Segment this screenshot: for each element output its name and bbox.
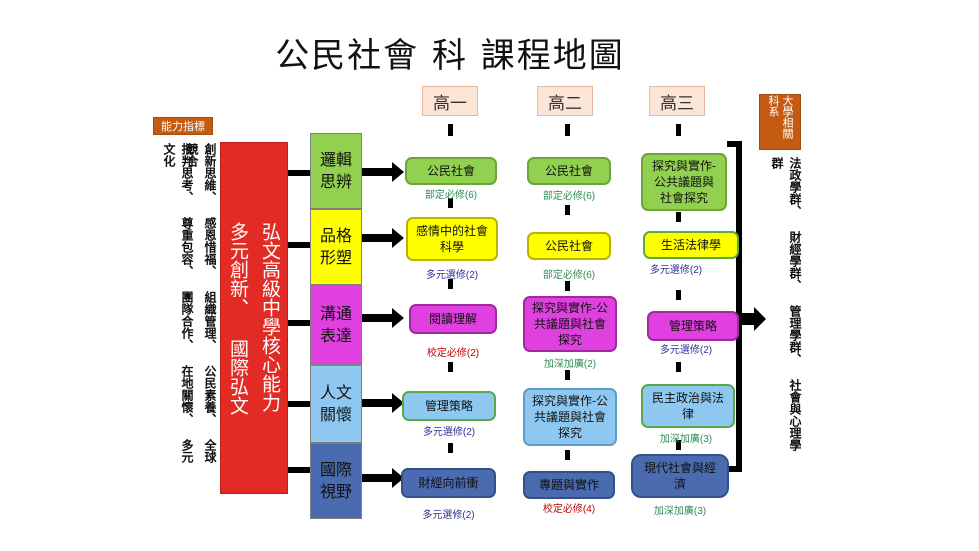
dimension-label: 溝通 (319, 304, 352, 323)
dash (676, 124, 681, 136)
dash (565, 450, 570, 460)
dash (448, 198, 453, 208)
dash (448, 443, 453, 453)
course-y1-finance: 財經向前衝 (401, 468, 496, 498)
dimension-character: 品格形塑 (310, 209, 362, 285)
course-note: 校定必修(4) (542, 504, 596, 515)
course-y1-reading: 閱讀理解 (409, 304, 497, 334)
dimension-humanities: 人文關懷 (310, 365, 362, 443)
dash (565, 124, 570, 136)
dash (676, 290, 681, 300)
course-note: 加深加廣(3) (653, 506, 707, 517)
course-y3-democracy-law: 民主政治與法律 (641, 384, 735, 428)
connector (288, 467, 310, 473)
dimension-label: 人文 (319, 383, 352, 402)
dimension-communication: 溝通表達 (310, 285, 362, 365)
arrow (362, 228, 404, 248)
course-note: 多元選修(2) (659, 345, 713, 356)
dimension-label: 邏輯 (319, 150, 352, 169)
connector (736, 141, 742, 472)
connector (288, 320, 310, 326)
course-y3-life-law: 生活法律學 (643, 231, 739, 259)
course-note: 加深加廣(2) (543, 359, 597, 370)
dash (676, 362, 681, 372)
course-note: 部定必修(6) (542, 270, 596, 281)
course-note: 多元選修(2) (422, 427, 476, 438)
year-header-3: 高三 (649, 86, 705, 116)
core-line-2: 多元創新、 國際弘文 (227, 221, 249, 415)
dimension-label: 品格 (319, 226, 352, 245)
dash (676, 440, 681, 450)
connector (288, 170, 310, 176)
course-note: 部定必修(6) (424, 190, 478, 201)
dimension-label: 思辨 (319, 172, 352, 191)
course-y2-project: 專題與實作 (523, 471, 615, 499)
page-title: 公民社會 科 課程地圖 (275, 36, 625, 76)
dash (565, 370, 570, 380)
course-note: 多元選修(2) (425, 270, 479, 281)
arrow (362, 162, 404, 182)
course-note: 校定必修(2) (426, 348, 480, 359)
course-y1-civic-society: 公民社會 (405, 157, 497, 185)
core-competency-box: 弘文高級中學核心能力 多元創新、 國際弘文 (220, 142, 288, 494)
course-y1-management: 管理策略 (402, 391, 496, 421)
university-tag: 大學相關科系 (759, 94, 801, 150)
year-header-1: 高一 (422, 86, 478, 116)
course-y1-emotion-social-science: 感情中的社會科學 (406, 217, 498, 261)
dimension-label: 表達 (319, 326, 352, 345)
dash (448, 124, 453, 136)
dash (448, 279, 453, 289)
core-line-1: 弘文高級中學核心能力 (259, 221, 281, 412)
course-y3-inquiry-practice: 探究與實作-公共議題與社會探究 (641, 153, 727, 211)
dash (565, 205, 570, 215)
dash (448, 362, 453, 372)
connector (727, 141, 741, 147)
dash (565, 281, 570, 291)
course-y2-civic-society-2: 公民社會 (527, 232, 611, 260)
dash (676, 212, 681, 222)
course-note: 多元選修(2) (649, 265, 703, 276)
dimension-logic: 邏輯思辨 (310, 133, 362, 209)
dimension-label: 關懷 (319, 405, 352, 424)
university-column: 法政學群、 財經學群、 管理學群、 社會與心理學群 (770, 157, 802, 451)
arrow (362, 468, 404, 488)
arrow (738, 307, 766, 331)
course-y2-inquiry-practice-2: 探究與實作-公共議題與社會探究 (523, 388, 617, 446)
course-note: 多元選修(2) (422, 510, 475, 521)
course-y2-civic-society-1: 公民社會 (527, 157, 611, 185)
dimension-international: 國際視野 (310, 443, 362, 519)
arrow (362, 308, 404, 328)
course-note: 部定必修(6) (542, 191, 596, 202)
dimension-label: 形塑 (319, 248, 352, 267)
course-y3-management: 管理策略 (647, 311, 739, 341)
ability-tag: 能力指標 (153, 117, 213, 135)
connector (288, 401, 310, 407)
connector (288, 242, 310, 248)
course-y3-modern-society-economy: 現代社會與經濟 (631, 454, 729, 498)
arrow (362, 393, 404, 413)
year-header-2: 高二 (537, 86, 593, 116)
course-note: 加深加廣(3) (659, 434, 713, 445)
dimension-label: 視野 (319, 482, 352, 501)
dimension-label: 國際 (319, 460, 352, 479)
ability-column-2: 創新思維、 感恩惜福、 組織管理、 公民素養、 全球競合 (185, 143, 217, 463)
ability-column-1: 批判思考、 尊重包容、 團隊合作、 在地關懷、 多元文化 (162, 143, 194, 463)
course-y2-inquiry-practice-1: 探究與實作-公共議題與社會探究 (523, 296, 617, 352)
